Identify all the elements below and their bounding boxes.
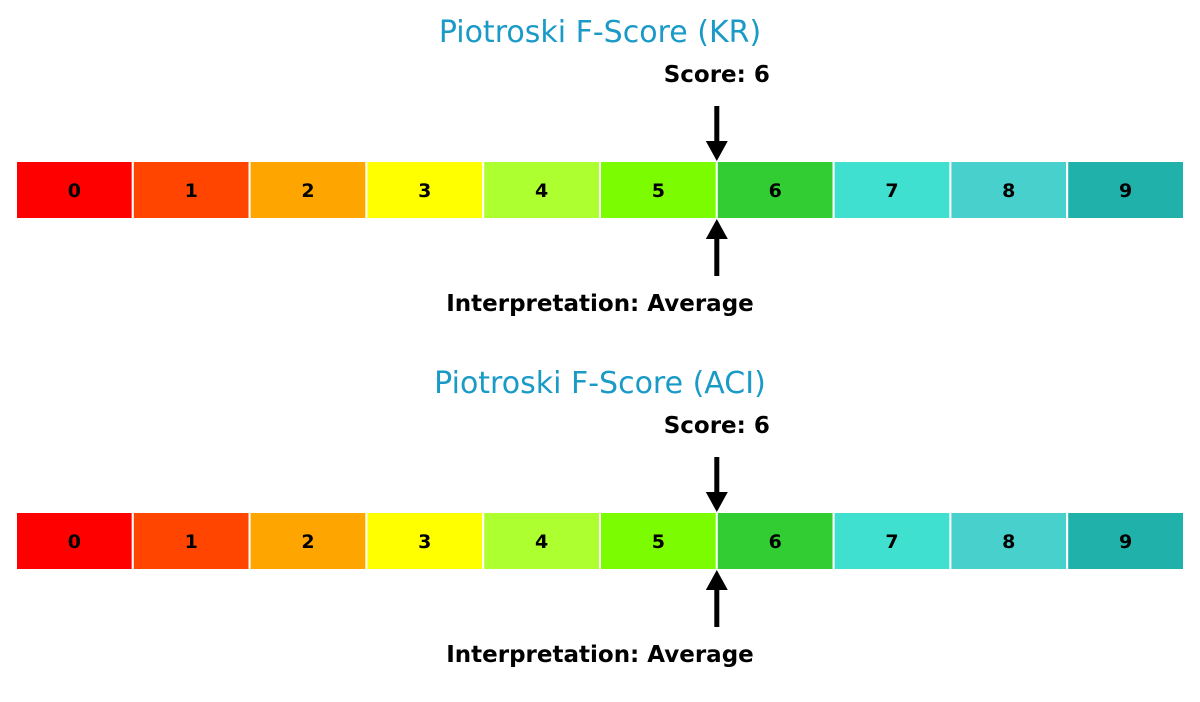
gauge-segment-5 — [599, 511, 718, 571]
segment-label-9: 9 — [1119, 180, 1132, 202]
gauge-segment-1 — [131, 511, 251, 571]
gauge-segment-9 — [1066, 511, 1185, 571]
chart-title: Piotroski F-Score (ACI) — [434, 366, 766, 401]
segment-label-1: 1 — [185, 531, 198, 553]
score-arrow-bottom — [705, 570, 728, 627]
segment-label-8: 8 — [1002, 180, 1015, 202]
segment-label-6: 6 — [769, 180, 782, 202]
score-arrow-bottom-head — [705, 219, 728, 239]
gauge-segment-1 — [131, 160, 251, 220]
gauge-segment-2 — [248, 511, 368, 571]
segment-label-1: 1 — [185, 180, 198, 202]
segment-label-6: 6 — [769, 531, 782, 553]
gauge-segment-7 — [832, 160, 952, 220]
score-arrow-bottom-head — [705, 570, 728, 590]
score-label: Score: 6 — [664, 62, 770, 88]
score-arrow-top-shaft — [714, 106, 720, 141]
segment-label-0: 0 — [68, 531, 81, 553]
interpretation-label: Interpretation: Average — [446, 642, 754, 668]
gauge-segment-6 — [715, 511, 835, 571]
segment-label-5: 5 — [652, 531, 665, 553]
gauge-segment-6 — [715, 160, 835, 220]
score-arrow-top-head — [705, 141, 728, 161]
score-arrow-top — [705, 457, 728, 512]
score-arrow-top-head — [705, 492, 728, 512]
segment-label-2: 2 — [301, 531, 314, 553]
score-arrow-top-shaft — [714, 457, 720, 492]
gauge-panel-1: Piotroski F-Score (ACI) Score: 6 0 1 2 3 4 5 6 7 8… — [15, 366, 1185, 668]
gauge-segment-7 — [832, 511, 952, 571]
segment-label-3: 3 — [418, 180, 431, 202]
gauge-segment-9 — [1066, 160, 1185, 220]
interpretation-label: Interpretation: Average — [446, 291, 754, 317]
segment-label-4: 4 — [535, 180, 548, 202]
segment-label-8: 8 — [1002, 531, 1015, 553]
gauge-segment-2 — [248, 160, 368, 220]
chart-title: Piotroski F-Score (KR) — [439, 15, 761, 50]
segment-label-4: 4 — [535, 531, 548, 553]
segment-label-3: 3 — [418, 531, 431, 553]
score-arrow-bottom — [705, 219, 728, 276]
segment-label-9: 9 — [1119, 531, 1132, 553]
gauge-panel-0: Piotroski F-Score (KR) Score: 6 0 1 2 3 4 5 6 7 8 9… — [15, 15, 1185, 317]
gauge-segment-0 — [15, 160, 134, 220]
gauge-segment-5 — [599, 160, 718, 220]
gauge-segment-3 — [365, 511, 485, 571]
gauge-segment-8 — [949, 160, 1069, 220]
score-arrow-bottom-shaft — [714, 590, 720, 627]
segment-label-0: 0 — [68, 180, 81, 202]
segment-label-2: 2 — [301, 180, 314, 202]
score-arrow-bottom-shaft — [714, 239, 720, 276]
segment-label-5: 5 — [652, 180, 665, 202]
segment-label-7: 7 — [885, 180, 898, 202]
score-label: Score: 6 — [664, 413, 770, 439]
segment-label-7: 7 — [885, 531, 898, 553]
gauge-segment-4 — [482, 160, 602, 220]
score-arrow-top — [705, 106, 728, 161]
gauge-segment-8 — [949, 511, 1069, 571]
